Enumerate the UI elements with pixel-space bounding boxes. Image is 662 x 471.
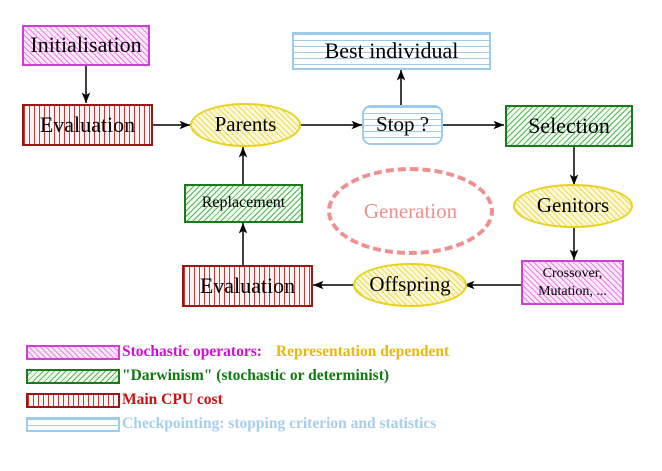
legend-label-checkpointing: Checkpointing: stopping criterion and st… — [122, 415, 437, 432]
node-parents-label: Parents — [214, 112, 277, 137]
node-generation-label: Generation — [363, 198, 458, 223]
node-initialisation-label: Initialisation — [30, 32, 142, 58]
legend-swatch-magenta — [26, 344, 120, 360]
node-variation[interactable]: Crossover, Mutation, ... — [521, 260, 624, 305]
node-parents[interactable]: Parents — [190, 103, 301, 147]
node-stop[interactable]: Stop ? — [362, 105, 443, 145]
node-replacement[interactable]: Replacement — [184, 184, 303, 223]
node-evaluation-top[interactable]: Evaluation — [22, 104, 153, 146]
legend-swatch-blue — [26, 416, 120, 432]
node-initialisation[interactable]: Initialisation — [22, 25, 150, 66]
node-evaluation-bottom[interactable]: Evaluation — [182, 265, 313, 307]
legend-label-representation: Representation dependent — [275, 343, 450, 360]
node-variation-label-line1: Crossover, — [542, 266, 603, 281]
node-genitors[interactable]: Genitors — [513, 184, 633, 228]
node-selection[interactable]: Selection — [505, 105, 633, 147]
node-offspring[interactable]: Offspring — [353, 263, 467, 307]
node-best-individual[interactable]: Best individual — [292, 32, 491, 70]
node-variation-label-line2: Mutation, ... — [538, 283, 607, 299]
legend-swatch-red — [26, 392, 120, 408]
node-stop-label: Stop ? — [375, 112, 430, 137]
node-evaluation-bottom-label: Evaluation — [199, 272, 296, 298]
legend-label-cpu-cost: Main CPU cost — [122, 391, 223, 408]
node-best-individual-label: Best individual — [324, 37, 459, 63]
node-selection-label: Selection — [528, 112, 610, 138]
legend: Stochastic operators: Representation depe… — [0, 340, 662, 436]
node-genitors-label: Genitors — [536, 193, 610, 218]
legend-row-cpu-cost: Main CPU cost — [0, 388, 662, 412]
legend-swatch-green — [26, 368, 120, 384]
node-evaluation-top-label: Evaluation — [39, 111, 136, 137]
legend-label-stochastic-text: Stochastic operators: — [122, 343, 262, 360]
legend-row-stochastic: Stochastic operators: Representation depe… — [0, 340, 662, 364]
legend-label-darwinism: "Darwinism" (stochastic or determinist) — [122, 367, 390, 384]
legend-row-checkpointing: Checkpointing: stopping criterion and st… — [0, 412, 662, 436]
node-replacement-label: Replacement — [201, 194, 286, 212]
node-generation: Generation — [327, 167, 494, 255]
node-offspring-label: Offspring — [369, 272, 451, 297]
legend-label-stochastic: Stochastic operators: Representation depe… — [122, 343, 449, 361]
legend-row-darwinism: "Darwinism" (stochastic or determinist) — [0, 364, 662, 388]
